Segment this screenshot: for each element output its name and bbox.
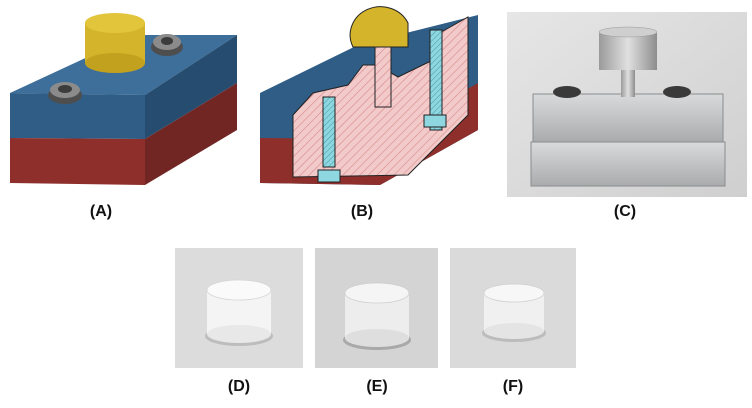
panel-label-b: (B) xyxy=(350,203,374,220)
plunger xyxy=(85,13,145,73)
bolt-section-left xyxy=(322,96,336,168)
aluminum-die-photo xyxy=(507,12,747,197)
panel-label-d: (D) xyxy=(227,378,251,395)
panel-a-cad-render xyxy=(5,5,245,200)
nut-section-left xyxy=(317,169,341,183)
panel-label-f: (F) xyxy=(502,378,524,395)
bottom-block-front xyxy=(10,138,145,185)
bolt-head-left xyxy=(48,82,82,104)
bottom-block-side xyxy=(145,83,237,185)
panel-b-section-view xyxy=(258,5,488,200)
lower-aluminum-block xyxy=(530,141,726,187)
bolt-section-right xyxy=(429,29,443,131)
nut-section-right xyxy=(423,114,447,128)
panel-d-pellet-photo xyxy=(175,248,303,368)
bolt-right xyxy=(663,86,691,98)
pellet-f xyxy=(450,248,576,368)
pellet-e xyxy=(315,248,438,368)
panel-f-pellet-photo xyxy=(450,248,576,368)
upper-aluminum-block xyxy=(532,93,724,143)
panel-label-c: (C) xyxy=(613,203,637,220)
top-block-side xyxy=(145,35,237,139)
die-section-view xyxy=(260,6,478,185)
panel-label-a: (A) xyxy=(89,203,113,220)
plunger-half xyxy=(349,6,409,48)
plunger-stem-section xyxy=(374,46,392,108)
top-block-front xyxy=(10,93,145,139)
panel-label-e: (E) xyxy=(366,378,388,395)
die-assembly-render xyxy=(10,13,237,185)
plunger-head xyxy=(599,32,657,70)
bolt-left xyxy=(553,86,581,98)
panel-c-photo xyxy=(507,12,747,197)
bolt-head-right xyxy=(151,34,183,56)
pellet-d xyxy=(175,248,303,368)
plunger-stem xyxy=(621,67,635,97)
panel-e-pellet-photo xyxy=(315,248,438,368)
